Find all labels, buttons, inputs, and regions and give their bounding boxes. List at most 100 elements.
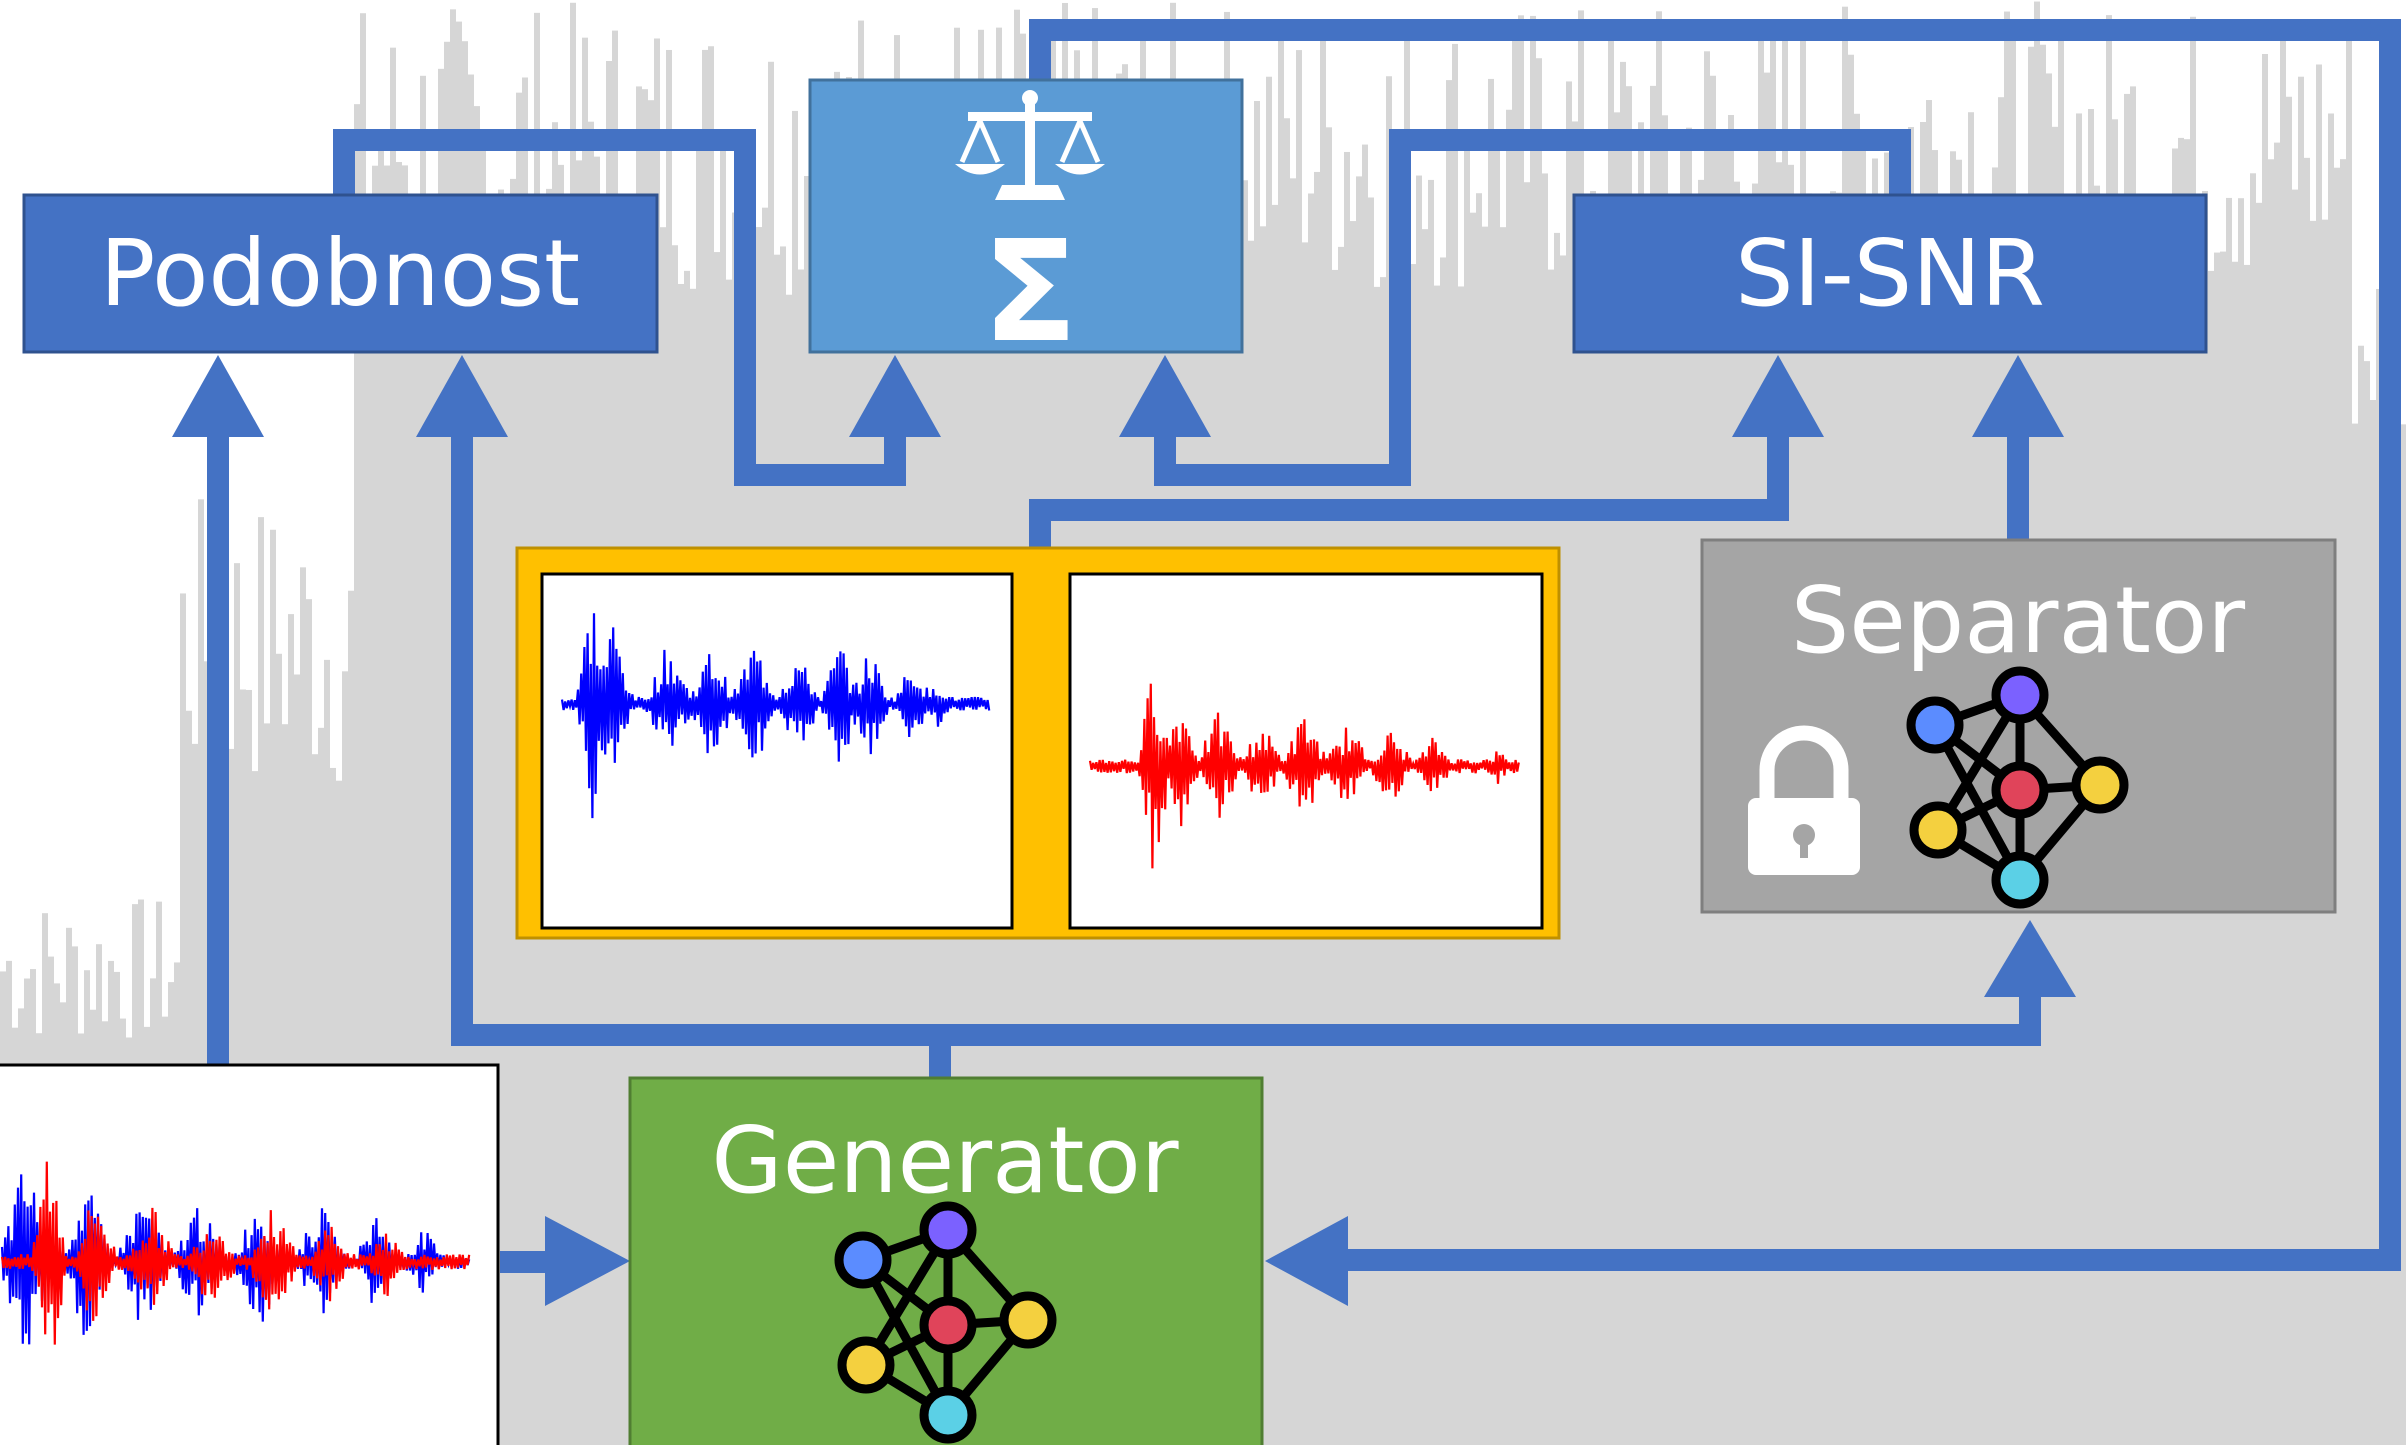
background-bar — [1656, 11, 1662, 1445]
source-panel-blue — [540, 572, 1014, 930]
background-bar — [1578, 10, 1584, 1445]
background-bar — [1644, 256, 1650, 1445]
arrowhead-sum-right — [1119, 355, 1211, 437]
podobnost-label: Podobnost — [100, 220, 580, 327]
podobnost-box — [22, 193, 659, 354]
background-bar — [438, 68, 444, 1445]
red-waveform — [1088, 683, 1520, 869]
background-bar — [492, 199, 498, 1445]
waveform-trace — [0, 1161, 471, 1345]
podobnost-node: Podobnost — [22, 193, 659, 354]
generator-node: Generator — [628, 1076, 1264, 1445]
background-bar — [480, 131, 486, 1445]
connector-generator-to-separator — [940, 990, 2041, 1046]
background-bar — [1680, 130, 1686, 1445]
scales-icon — [955, 90, 1105, 200]
background-bar — [1620, 61, 1626, 1445]
background-bar — [486, 287, 492, 1445]
background-bar — [414, 225, 420, 1445]
background-bar — [2400, 424, 2406, 1445]
background-bar — [1560, 255, 1566, 1445]
arrowhead-podobnost-left — [172, 355, 264, 437]
arrowhead-separator-input — [1984, 920, 2076, 997]
background-bar — [1686, 127, 1692, 1445]
background-bar — [1596, 200, 1602, 1445]
connector-podobnost-to-sum — [333, 129, 906, 486]
waveform-trace — [560, 613, 991, 819]
background-bar — [1584, 213, 1590, 1445]
background-bar — [1668, 196, 1674, 1445]
background-bar — [258, 517, 264, 1445]
background-bar — [510, 178, 516, 1445]
background-bar — [354, 104, 360, 1445]
background-bar — [300, 567, 306, 1445]
mixture-waveform — [0, 1161, 471, 1345]
background-bar — [180, 593, 186, 1445]
connector-sisnr-to-sum — [1154, 129, 1911, 486]
sum-symbol: Σ — [982, 211, 1078, 374]
background-bar — [2346, 39, 2352, 1445]
arrowhead-podobnost-right — [416, 355, 508, 437]
background-bar — [1602, 248, 1608, 1445]
arrowheads — [172, 355, 2076, 1306]
background-bar — [1650, 85, 1656, 1445]
generator-label: Generator — [711, 1107, 1178, 1214]
connector-generator-to-podobnost — [451, 430, 951, 1080]
background-bar — [306, 599, 312, 1445]
sum-node: Σ — [808, 78, 1244, 374]
background-bar — [504, 231, 510, 1445]
separator-node: Separator — [1700, 538, 2337, 914]
background-bar — [474, 106, 480, 1445]
background-bar — [408, 217, 414, 1445]
background-bar — [1632, 213, 1638, 1445]
background-bar — [270, 529, 276, 1445]
connector-sum-to-generator — [1029, 19, 2401, 1271]
background-bar — [396, 162, 402, 1445]
background-bar — [498, 189, 504, 1445]
background-bar — [390, 47, 396, 1445]
background-bar — [372, 165, 378, 1445]
background-bar — [1674, 196, 1680, 1445]
separator-label: Separator — [1791, 567, 2245, 674]
connector-lines — [207, 19, 2401, 1273]
arrowhead-sum-left — [849, 355, 941, 437]
background-bar — [2340, 159, 2346, 1445]
background-bar — [198, 499, 204, 1445]
background-bar — [1608, 23, 1614, 1445]
background-bar — [420, 75, 426, 1445]
background-bar — [1626, 86, 1632, 1445]
background-bar — [402, 165, 408, 1445]
background-bar — [378, 148, 384, 1445]
arrowhead-sisnr-right — [1972, 355, 2064, 437]
background-bar — [426, 256, 432, 1445]
background-bar — [2334, 167, 2340, 1445]
sisnr-label: SI-SNR — [1735, 220, 2045, 327]
lock-icon — [1748, 725, 1860, 875]
background-bar — [342, 671, 348, 1445]
background-bar — [2352, 423, 2358, 1445]
background-bar — [276, 653, 282, 1445]
background-bar — [1662, 115, 1668, 1445]
waveform-trace — [1088, 683, 1520, 869]
background-bar — [1566, 81, 1572, 1445]
background-bar — [384, 165, 390, 1445]
background-bar — [1590, 190, 1596, 1445]
background-bar — [2358, 345, 2364, 1445]
background-bar — [1572, 121, 1578, 1445]
arrowhead-generator-left — [545, 1216, 630, 1306]
sisnr-node: SI-SNR — [1572, 193, 2208, 354]
background-bar — [366, 199, 372, 1445]
arrowhead-generator-right — [1265, 1216, 1348, 1306]
background-bar — [294, 674, 300, 1445]
separated-sources — [515, 546, 1561, 940]
background-bar — [432, 215, 438, 1445]
background-bar — [234, 563, 240, 1445]
background-bar — [2370, 400, 2376, 1445]
background-bar — [1638, 122, 1644, 1445]
blue-waveform — [560, 613, 991, 819]
mixture-input — [0, 1063, 500, 1445]
background-bar — [324, 659, 330, 1445]
connector-sources-to-sisnr — [1029, 430, 1789, 548]
